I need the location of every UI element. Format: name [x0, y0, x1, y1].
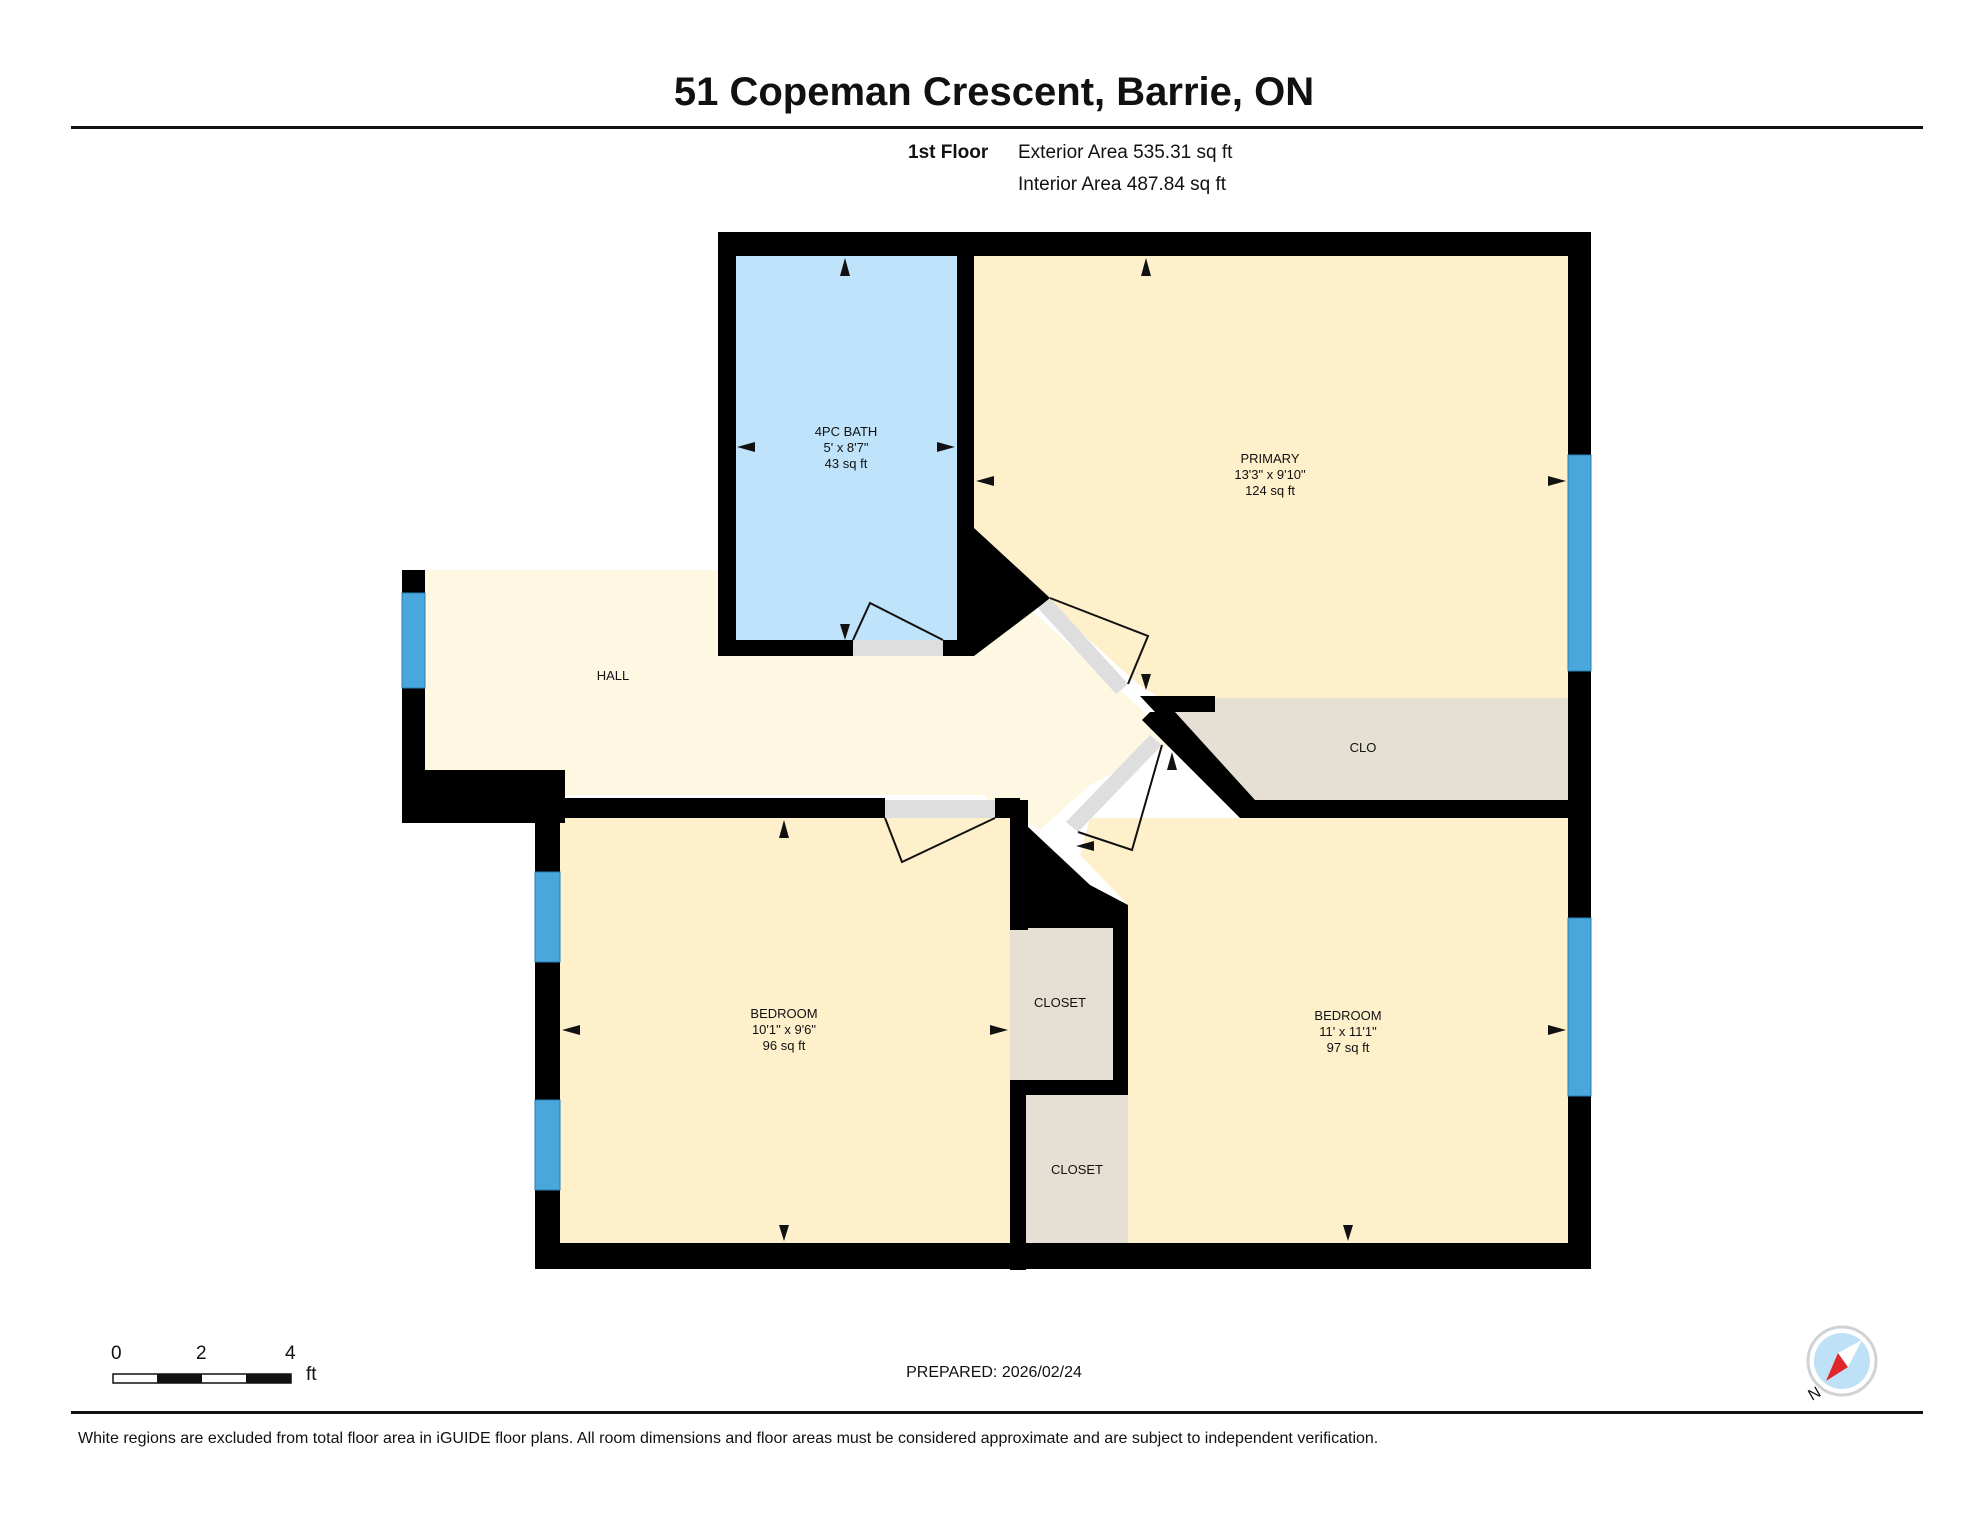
room-primary-fill — [973, 255, 1568, 698]
door-bath-opening — [853, 640, 943, 656]
wall-clo-top — [1140, 696, 1215, 712]
bath-name: 4PC BATH — [815, 424, 878, 439]
interior-area: Interior Area 487.84 sq ft — [1018, 174, 1227, 195]
scale-bar — [112, 1373, 292, 1384]
wall-clo-diagonal — [1142, 712, 1568, 818]
arrow-bedroom-left-top — [779, 820, 789, 838]
wall-closet-lower-left — [1010, 1080, 1026, 1270]
wall-closet-wedge — [1010, 810, 1128, 928]
door-primary-swing — [1049, 597, 1150, 685]
room-bath-fill — [735, 255, 957, 640]
bath-area: 43 sq ft — [825, 456, 868, 471]
scale-unit: ft — [306, 1364, 317, 1385]
wall-bottom — [535, 1243, 1591, 1269]
hall-name: HALL — [597, 668, 630, 683]
compass-needle-north — [1826, 1353, 1848, 1381]
room-labels: 4PC BATH 5' x 8'7" 43 sq ft PRIMARY 13'3… — [597, 424, 1382, 1177]
closet-lower-name: CLOSET — [1051, 1162, 1103, 1177]
window-hall — [401, 592, 426, 689]
door-bedroom-left-opening — [885, 800, 995, 818]
wall-bath-bottom-a — [718, 640, 853, 656]
arrow-bedroom-right-bottom — [1343, 1225, 1353, 1241]
door-bath-swing — [852, 601, 944, 641]
room-closet-upper-fill — [1010, 925, 1113, 1080]
header-rule — [71, 126, 1923, 129]
window-primary — [1567, 454, 1592, 672]
bedroom-right-name: BEDROOM — [1314, 1008, 1381, 1023]
bedroom-left-dims: 10'1" x 9'6" — [752, 1022, 816, 1037]
bath-dims: 5' x 8'7" — [824, 440, 869, 455]
arrow-primary-top — [1141, 258, 1151, 276]
room-bedroom-left-fill — [560, 818, 1010, 1243]
page-title: 51 Copeman Crescent, Barrie, ON — [673, 70, 1315, 114]
bedroom-right-dims: 11' x 11'1" — [1319, 1024, 1377, 1039]
door-primary-opening — [1038, 598, 1128, 694]
arrow-bedroom-left-bottom — [779, 1225, 789, 1241]
arrow-bath-top — [840, 258, 850, 276]
wall-bedroom-left-top-a — [535, 798, 885, 818]
room-closet-lower-fill — [1025, 1095, 1128, 1243]
wall-closet-mid — [1010, 1080, 1128, 1095]
compass-needle-south — [1838, 1340, 1862, 1367]
wall-top — [718, 232, 1591, 256]
primary-area: 124 sq ft — [1245, 483, 1295, 498]
arrow-bath-left — [737, 442, 755, 452]
door-bedroom-left-swing — [884, 817, 996, 864]
wall-right — [1568, 232, 1591, 1269]
bedroom-right-area: 97 sq ft — [1327, 1040, 1370, 1055]
scale-label-mid: 2 — [196, 1343, 207, 1364]
arrow-bedroom-left-left — [562, 1025, 580, 1035]
room-clo-fill — [1160, 698, 1568, 800]
door-bedroom-right-swing — [1077, 744, 1163, 852]
footer-rule — [71, 1411, 1923, 1414]
wall-bath-left — [718, 232, 736, 656]
compass-icon: N — [1806, 1325, 1878, 1404]
arrow-bath-right — [937, 442, 955, 452]
footer-note: White regions are excluded from total fl… — [78, 1430, 1379, 1447]
room-bedroom-right-fill — [1080, 818, 1568, 1243]
scale-label-4: 4 — [285, 1343, 296, 1364]
clo-name: CLO — [1350, 740, 1377, 755]
window-bedroom-left-a — [534, 871, 561, 963]
scale-bar-segment-a — [157, 1374, 202, 1383]
arrow-bedroom-right-left — [1076, 841, 1094, 851]
arrow-bedroom-left-right — [990, 1025, 1008, 1035]
arrow-primary-right — [1548, 476, 1566, 486]
scale-label-0: 0 — [111, 1343, 122, 1364]
exterior-area: Exterior Area 535.31 sq ft — [1018, 142, 1233, 163]
arrow-bedroom-right-top — [1167, 752, 1177, 770]
doors — [852, 597, 1163, 864]
room-hall-fill — [425, 570, 1170, 830]
bedroom-left-name: BEDROOM — [750, 1006, 817, 1021]
arrow-primary-bottom — [1141, 674, 1151, 690]
wall-primary-corner — [974, 528, 1050, 656]
door-bedroom-right-opening — [1066, 735, 1162, 832]
floor-label: 1st Floor — [908, 142, 989, 163]
window-bedroom-right — [1567, 917, 1592, 1097]
arrow-bath-bottom — [840, 624, 850, 640]
closet-upper-name: CLOSET — [1034, 995, 1086, 1010]
window-bedroom-left-b — [534, 1099, 561, 1191]
windows — [401, 454, 1592, 1191]
primary-name: PRIMARY — [1241, 451, 1300, 466]
primary-dims: 13'3" x 9'10" — [1234, 467, 1306, 482]
prepared-date: PREPARED: 2026/02/24 — [906, 1364, 1082, 1381]
bedroom-left-area: 96 sq ft — [763, 1038, 806, 1053]
arrow-primary-left — [976, 476, 994, 486]
wall-closet-upper-left — [1010, 800, 1028, 930]
wall-closet-upper-right — [1113, 905, 1128, 1095]
scale-bar-segment-b — [246, 1374, 291, 1383]
arrow-bedroom-right-right — [1548, 1025, 1566, 1035]
wall-bath-right — [957, 255, 974, 656]
dimension-arrows — [562, 258, 1566, 1241]
